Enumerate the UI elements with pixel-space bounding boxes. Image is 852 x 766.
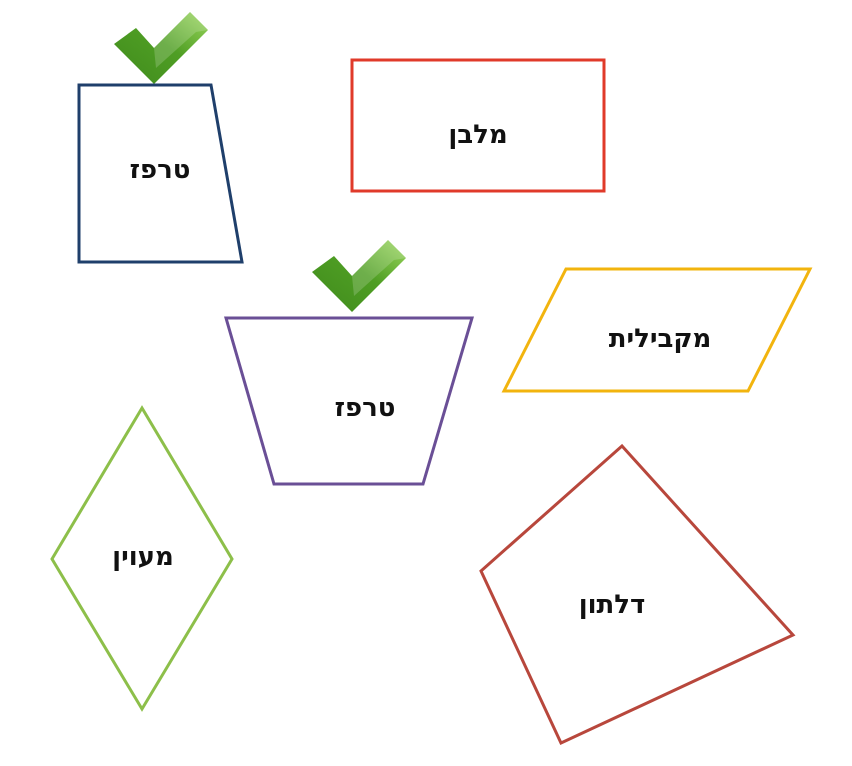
shape-rectangle: מלבן	[350, 58, 606, 193]
check-icon	[114, 12, 208, 84]
shape-label-trapezoid-1: טרפז	[130, 155, 191, 185]
kite-outline	[479, 443, 796, 745]
check-icon	[312, 240, 406, 312]
shape-trapezoid-1: טרפז	[77, 83, 244, 264]
shape-label-parallelogram: מקבילית	[609, 324, 712, 354]
parallelogram-outline	[501, 267, 813, 393]
shape-label-rhombus: מעוין	[112, 542, 174, 572]
rectangle-outline	[350, 58, 606, 193]
shape-trapezoid-2: טרפז	[224, 316, 475, 486]
trapezoid-outline	[77, 83, 244, 264]
shape-rhombus: מעוין	[50, 405, 234, 712]
shape-label-rectangle: מלבן	[448, 120, 507, 150]
shape-label-kite: דלתון	[579, 590, 646, 620]
rhombus-outline	[50, 405, 234, 712]
trapezoid-outline	[224, 316, 475, 486]
shape-label-trapezoid-2: טרפז	[335, 393, 396, 423]
shape-kite: דלתון	[479, 443, 796, 745]
shape-parallelogram: מקבילית	[501, 267, 813, 393]
